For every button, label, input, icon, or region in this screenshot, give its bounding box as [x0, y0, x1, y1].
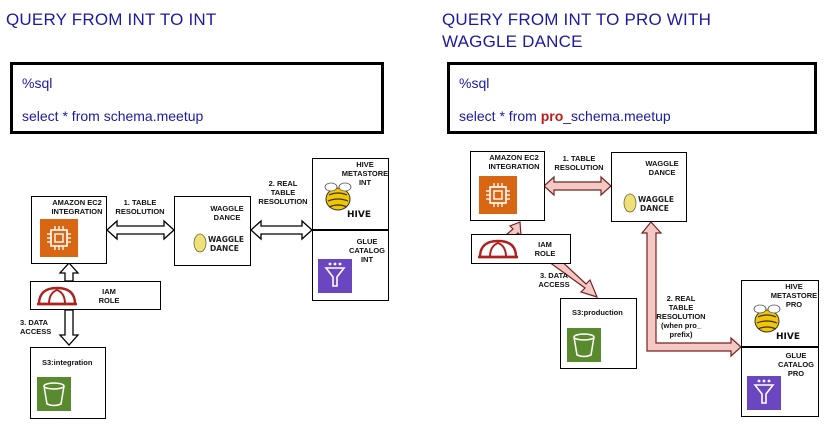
left-edge-label-table-resolution: 1. TABLE RESOLUTION	[115, 198, 165, 216]
left-arrow-table-resolution	[106, 219, 175, 241]
hive-icon: HIVE	[750, 303, 800, 348]
right-code-highlight: pro	[540, 108, 564, 124]
glue-icon	[747, 376, 781, 415]
left-iam-node[interactable]: IAM ROLE	[30, 281, 161, 310]
left-waggle-label: WAGGLE DANCE	[210, 204, 244, 222]
right-iam-label: IAM ROLE	[534, 240, 556, 258]
svg-text:HIVE: HIVE	[776, 332, 800, 342]
left-ec2-node[interactable]: AMAZON EC2 INTEGRATION	[31, 196, 107, 264]
right-code-suffix: _schema.meetup	[563, 108, 671, 124]
svg-text:DANCE: DANCE	[210, 244, 239, 253]
right-ec2-label: AMAZON EC2 INTEGRATION	[488, 153, 540, 171]
right-glue-label: GLUE CATALOG PRO	[778, 351, 814, 378]
svg-text:DANCE: DANCE	[640, 204, 669, 213]
left-iam-label: IAM ROLE	[98, 287, 120, 305]
iam-helmet-icon	[35, 284, 79, 313]
right-code-magic: %sql	[459, 75, 490, 91]
right-s3-label: S3:production	[572, 308, 623, 317]
right-code-cell[interactable]: %sql select * from pro_schema.meetup	[447, 62, 817, 134]
right-edge-label-real-table-resolution: 2. REAL TABLE RESOLUTION (when pro_ pref…	[656, 294, 706, 339]
iam-helmet-icon	[476, 237, 520, 266]
right-code-prefix: select * from	[459, 108, 541, 124]
left-arrow-data-access	[58, 309, 80, 346]
right-ec2-node[interactable]: AMAZON EC2 INTEGRATION	[470, 151, 545, 221]
glue-icon	[318, 259, 352, 298]
left-glue-node[interactable]: GLUE CATALOG INT	[312, 230, 389, 301]
left-s3-label: S3:integration	[42, 358, 93, 367]
right-iam-node[interactable]: IAM ROLE	[471, 234, 571, 264]
left-ec2-label: AMAZON EC2 INTEGRATION	[51, 198, 103, 216]
right-hive-node[interactable]: HIVE METASTORE PRO HIVE	[741, 280, 819, 347]
left-title: QUERY FROM INT TO INT	[6, 10, 217, 29]
ec2-icon	[40, 219, 78, 262]
svg-text:HIVE: HIVE	[347, 210, 371, 220]
right-title: QUERY FROM INT TO PRO WITH WAGGLE DANCE	[442, 10, 712, 51]
left-code-magic: %sql	[22, 75, 53, 91]
left-code-query: select * from schema.meetup	[22, 108, 204, 124]
left-code-cell[interactable]: %sql select * from schema.meetup	[10, 62, 384, 134]
hive-icon: HIVE	[321, 181, 371, 226]
right-glue-node[interactable]: GLUE CATALOG PRO	[741, 347, 819, 417]
left-edge-label-data-access: 3. DATA ACCESS	[20, 318, 52, 336]
svg-text:WAGGLE: WAGGLE	[638, 195, 674, 204]
svg-text:WAGGLE: WAGGLE	[208, 235, 244, 244]
left-hive-label: HIVE METASTORE INT	[341, 160, 389, 187]
s3-bucket-icon	[567, 328, 601, 367]
left-arrow-real-table-resolution	[250, 219, 313, 241]
left-edge-label-real-table-resolution: 2. REAL TABLE RESOLUTION	[258, 179, 308, 206]
right-s3-node[interactable]: S3:production	[560, 298, 637, 369]
right-code-query: select * from pro_schema.meetup	[459, 108, 671, 124]
left-hive-node[interactable]: HIVE METASTORE INT HIVE	[312, 158, 389, 230]
s3-bucket-icon	[37, 377, 71, 416]
ec2-icon	[479, 176, 517, 219]
right-waggle-label: WAGGLE DANCE	[645, 159, 679, 177]
right-arrow-table-resolution	[543, 175, 612, 197]
right-edge-label-table-resolution: 1. TABLE RESOLUTION	[554, 154, 604, 172]
right-hive-label: HIVE METASTORE PRO	[770, 282, 818, 309]
left-glue-label: GLUE CATALOG INT	[349, 237, 385, 264]
right-edge-label-data-access: 3. DATA ACCESS	[538, 271, 570, 289]
left-arrow-ec2-iam	[58, 262, 80, 282]
left-s3-node[interactable]: S3:integration	[30, 347, 106, 419]
